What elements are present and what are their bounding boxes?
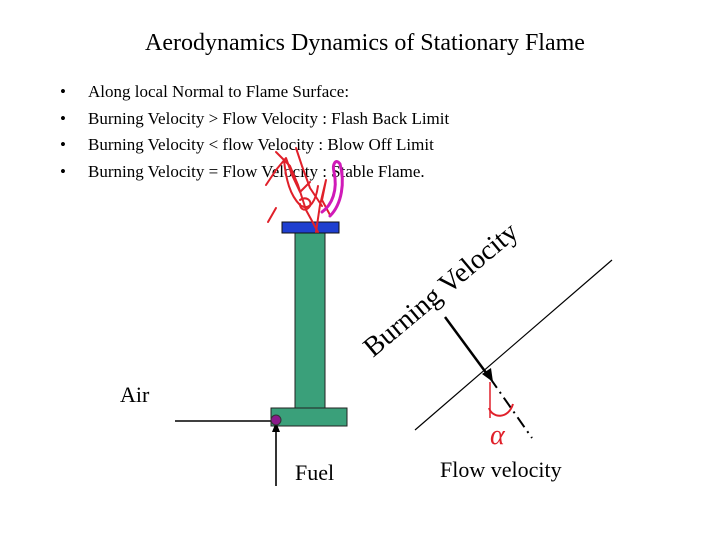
flow-velocity-label: Flow velocity [440,457,562,482]
slide-title: Aerodynamics Dynamics of Stationary Flam… [145,30,585,56]
burner-tube [294,229,326,411]
fuel-port [270,414,282,426]
burner-base [270,407,348,427]
burning-velocity-arrow [443,316,489,375]
air-label: Air [120,382,150,407]
flame-surface-line [414,259,613,431]
bullet-item: Along local Normal to Flame Surface: [60,79,449,106]
alpha-symbol: α [490,420,506,451]
burner-cap [281,221,340,234]
flame-scribble [265,147,344,233]
burning-velocity-label: Burning Velocity [358,216,525,363]
bullet-item: Burning Velocity < flow Velocity : Blow … [60,132,449,159]
bullet-item: Burning Velocity > Flow Velocity : Flash… [60,106,449,133]
fuel-label: Fuel [295,460,335,485]
fuel-arrow-head [272,422,280,432]
